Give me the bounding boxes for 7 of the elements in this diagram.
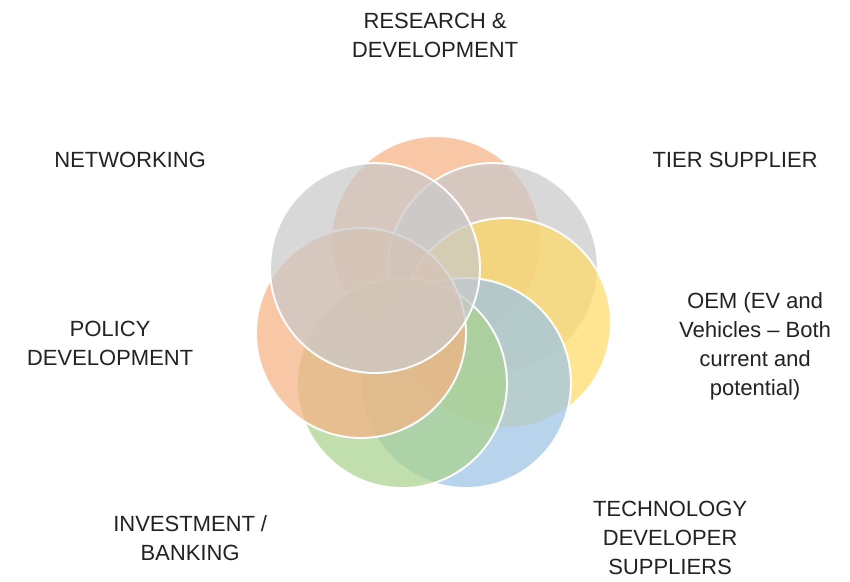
category-label: INVESTMENT / BANKING <box>112 510 268 567</box>
category-label: POLICY DEVELOPMENT <box>26 315 194 372</box>
category-label: TIER SUPPLIER <box>651 146 819 174</box>
category-label: OEM (EV and Vehicles – Both current and potential) <box>678 287 832 402</box>
category-label: RESEARCH & DEVELOPMENT <box>350 7 520 64</box>
category-label: TECHNOLOGY DEVELOPER SUPPLIERS <box>592 495 748 581</box>
category-label: NETWORKING <box>53 146 207 174</box>
